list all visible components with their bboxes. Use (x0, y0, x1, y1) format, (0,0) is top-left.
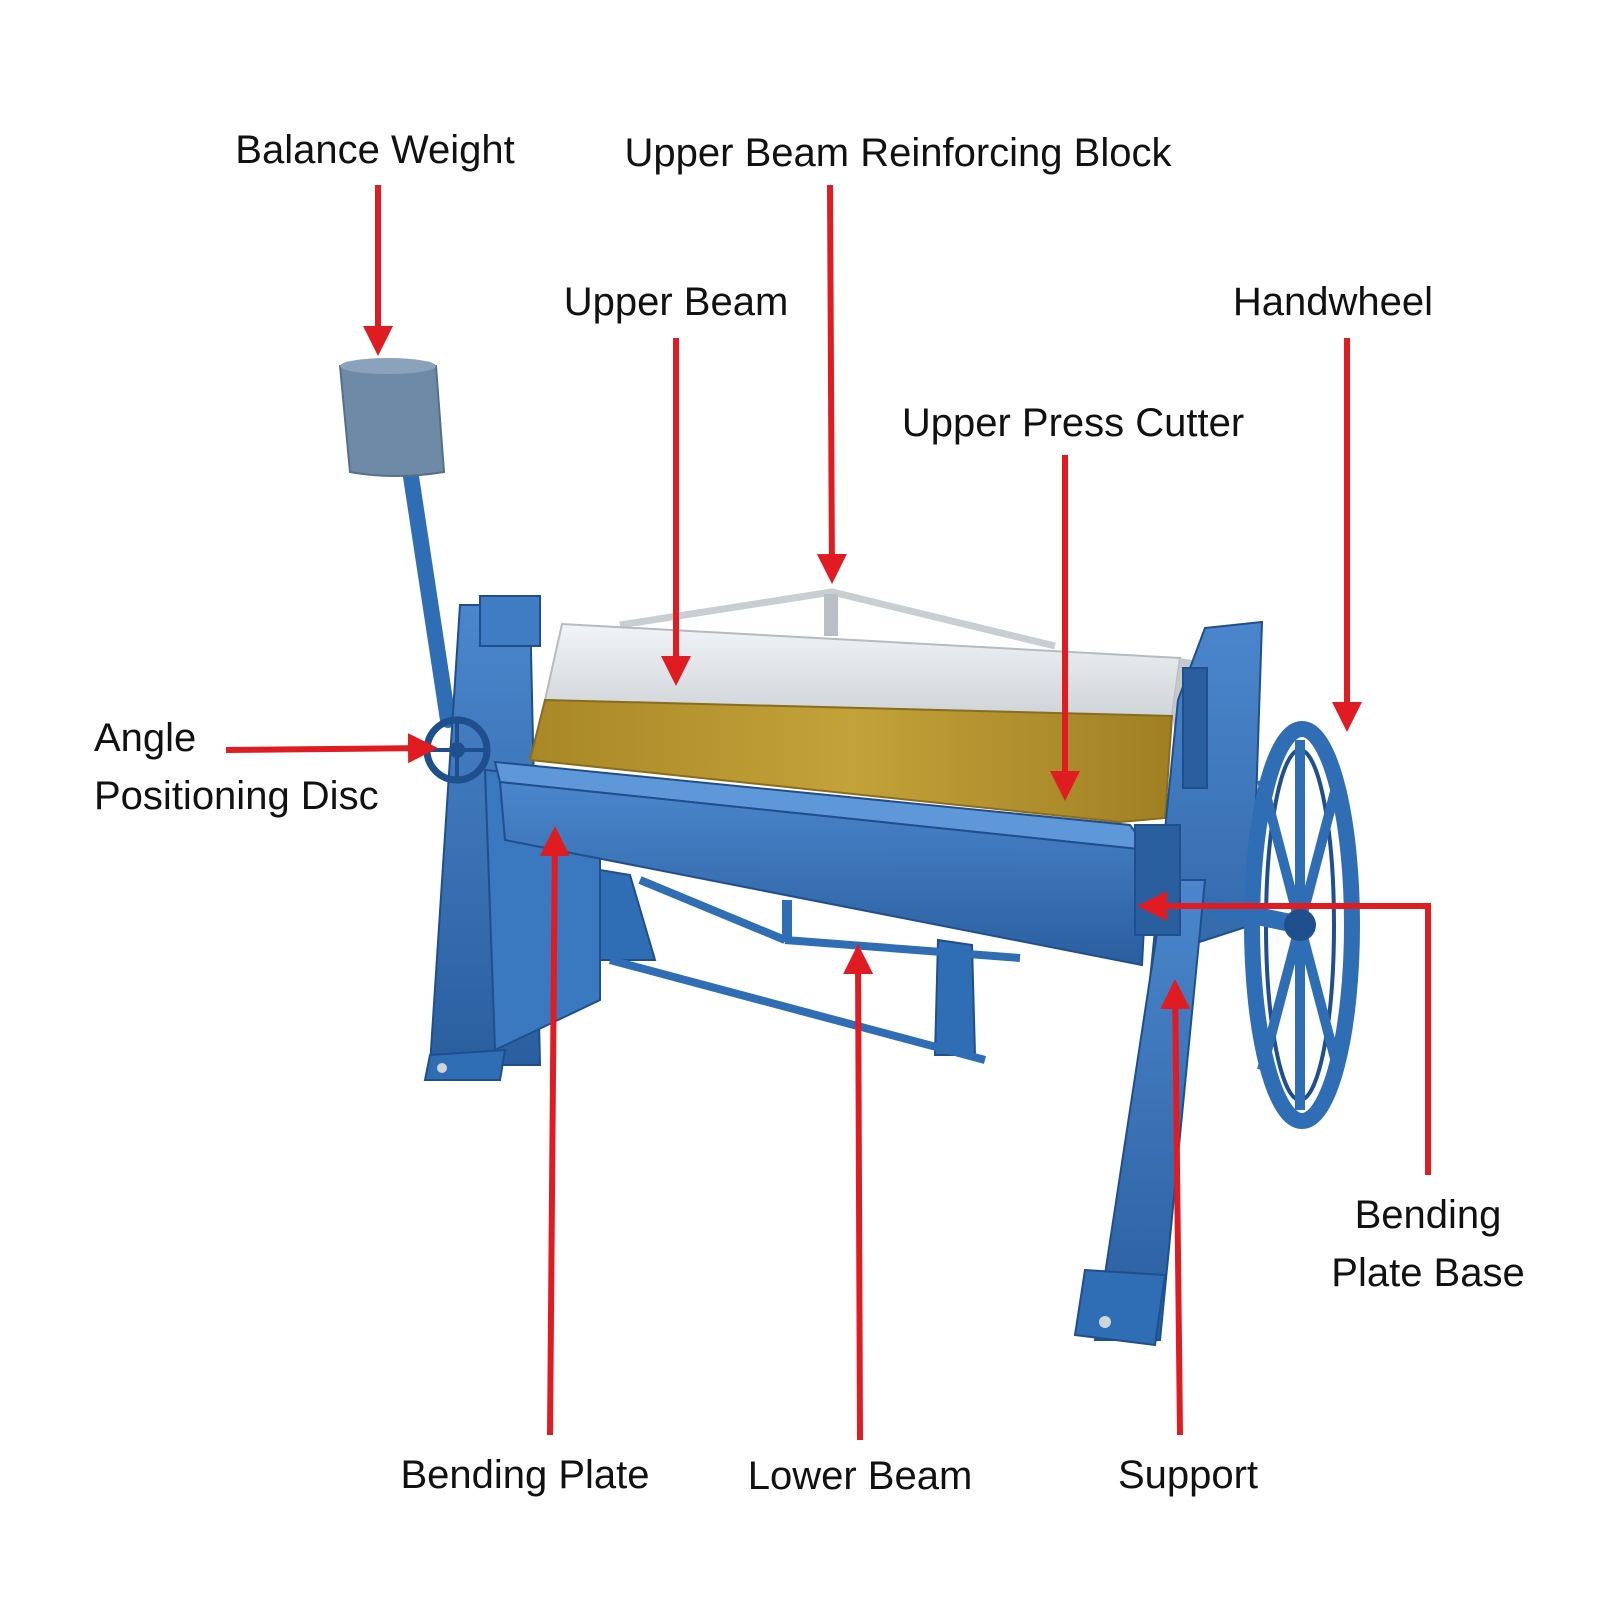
arrow-angle-positioning-disc (225, 733, 438, 764)
label-angle-positioning-disc-line1: Angle (94, 716, 197, 760)
label-bending-plate-base-line2: Plate Base (1331, 1251, 1525, 1295)
arrow-lower-beam (843, 944, 874, 1441)
label-bending-plate: Bending Plate (400, 1453, 650, 1497)
arrow-bending-plate (539, 826, 570, 1436)
reinforcing-rod-part (619, 588, 1056, 650)
angle-disc-part (423, 716, 491, 784)
label-upper-beam-reinforcing-block: Upper Beam Reinforcing Block (624, 131, 1172, 175)
arrow-upper-beam-reinforcing-block (816, 184, 847, 584)
label-lower-beam: Lower Beam (747, 1454, 973, 1498)
lower-beam-part (493, 760, 1151, 967)
balance-weight-part (338, 358, 456, 728)
handwheel-part (1203, 721, 1360, 1129)
lower-legs-part (599, 868, 1021, 1064)
arrow-support (1160, 979, 1191, 1436)
arrow-bending-plate-base (1137, 891, 1431, 1175)
label-bending-plate-base-line1: Bending (1354, 1193, 1502, 1237)
label-support: Support (1117, 1453, 1259, 1497)
label-balance-weight: Balance Weight (235, 128, 515, 172)
label-upper-press-cutter: Upper Press Cutter (901, 401, 1245, 445)
label-angle-positioning-disc-line2: Positioning Disc (94, 774, 379, 818)
label-handwheel: Handwheel (1232, 280, 1434, 324)
label-upper-beam: Upper Beam (563, 280, 789, 324)
